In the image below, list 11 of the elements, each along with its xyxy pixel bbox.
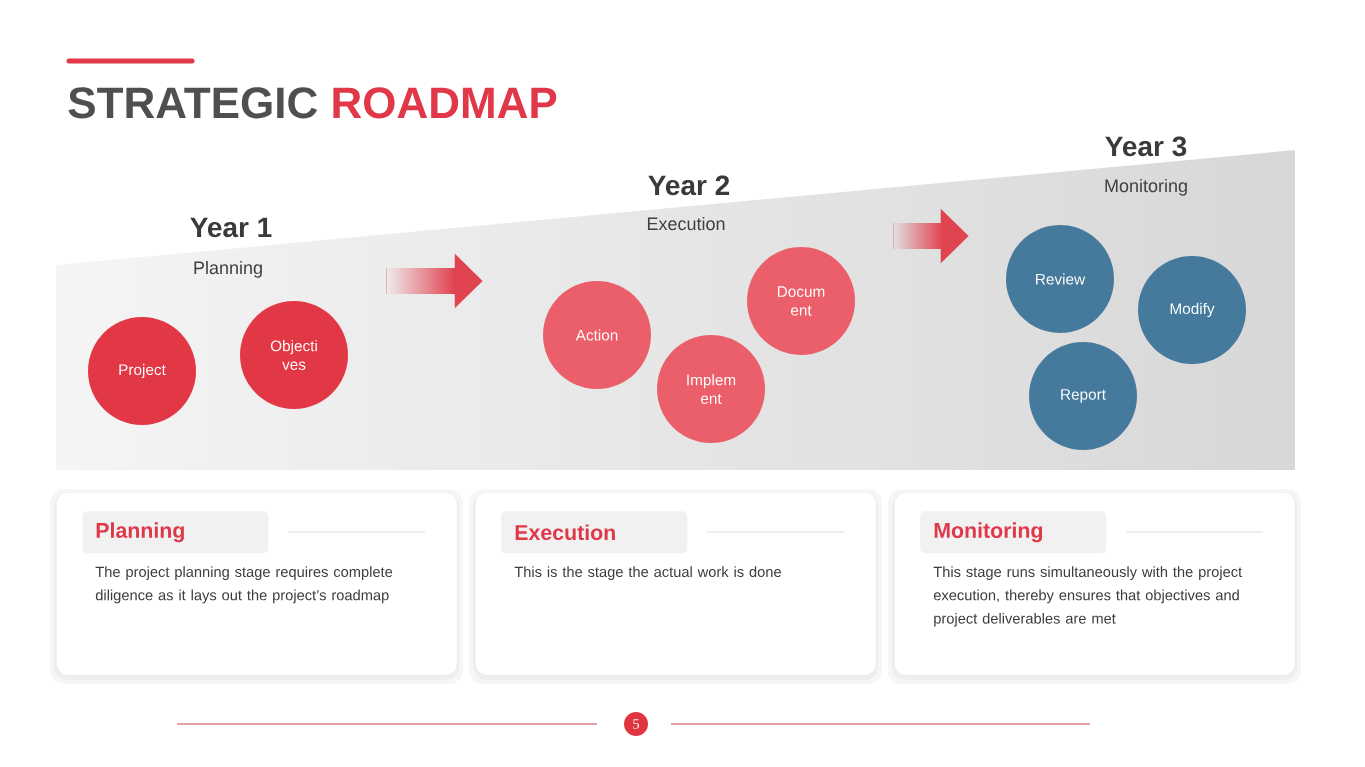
heading-tab: Execution <box>501 511 688 554</box>
year-heading: Year 3 <box>1105 136 1187 157</box>
heading-tab: Monitoring <box>920 511 1107 554</box>
phase-label: Monitoring <box>1105 178 1187 196</box>
heading-tab: Planning <box>82 511 269 554</box>
phase-label: Execution <box>647 216 725 231</box>
year-heading: Year 2 <box>648 175 730 196</box>
phase-label: Planning <box>194 260 262 278</box>
title: STRATEGIC ROADMAP <box>68 87 557 119</box>
page-number: 5 <box>624 712 648 736</box>
year-heading: Year 1 <box>190 217 272 238</box>
